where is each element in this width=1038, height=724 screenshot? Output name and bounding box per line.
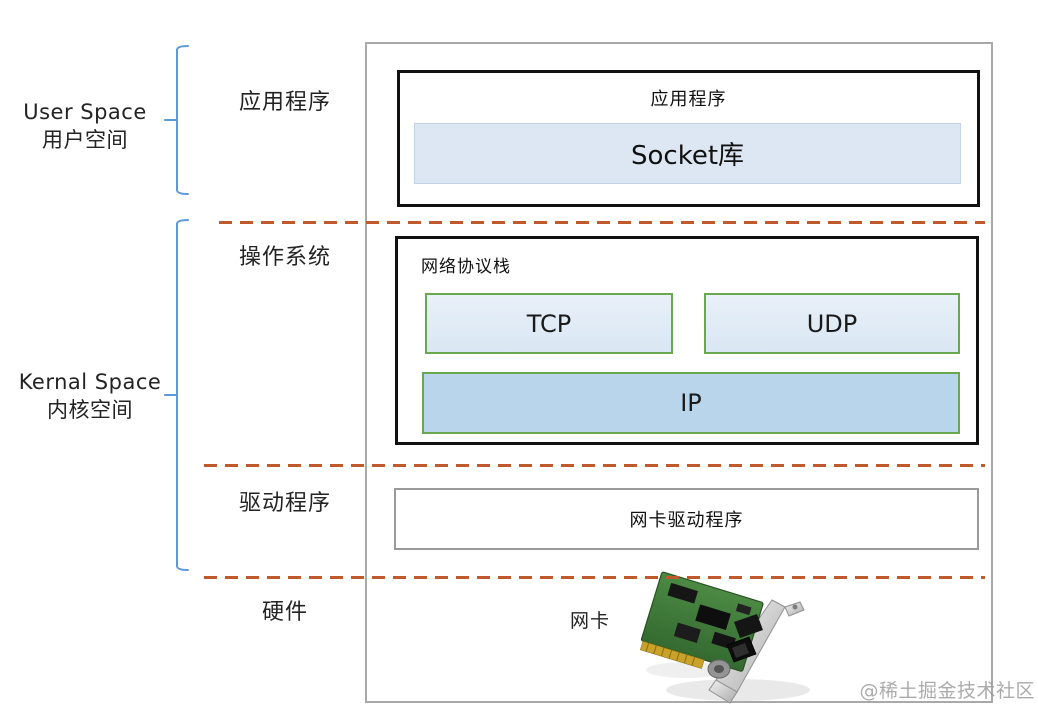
socket-library-box: Socket库: [414, 123, 961, 184]
udp-box: UDP: [704, 293, 960, 354]
kernel-space-bracket: [176, 219, 189, 571]
kernel-space-label-zh: 内核空间: [47, 398, 133, 422]
layer-label-operating-system: 操作系统: [238, 245, 331, 270]
watermark: @稀土掘金技术社区: [859, 680, 1035, 702]
protocol-stack-title: 网络协议栈: [421, 257, 511, 277]
kernel-space-label-en: Kernal Space: [18, 370, 162, 394]
user-space-bracket: [176, 45, 189, 195]
user-space-label: User Space 用户空间: [10, 98, 160, 154]
layer-label-hardware: 硬件: [261, 600, 308, 625]
protocol-stack-box: 网络协议栈 TCP UDP IP: [395, 236, 979, 445]
separator-driver-hardware: [204, 576, 985, 579]
layer-label-application: 应用程序: [238, 90, 331, 115]
nic-label: 网卡: [569, 610, 610, 632]
nic-driver-box: 网卡驱动程序: [394, 488, 979, 550]
tcp-box: TCP: [425, 293, 673, 354]
ip-box: IP: [422, 372, 960, 434]
separator-os-driver: [204, 464, 985, 467]
separator-user-kernel: [219, 221, 985, 224]
space-brackets: [164, 45, 189, 571]
network-card-image: [639, 571, 810, 704]
application-box-title: 应用程序: [650, 89, 727, 110]
application-box: 应用程序 Socket库: [397, 70, 980, 207]
user-space-label-en: User Space: [23, 100, 147, 124]
layer-label-driver: 驱动程序: [238, 491, 331, 516]
user-space-label-zh: 用户空间: [42, 128, 128, 152]
kernel-space-label: Kernal Space 内核空间: [5, 368, 175, 424]
